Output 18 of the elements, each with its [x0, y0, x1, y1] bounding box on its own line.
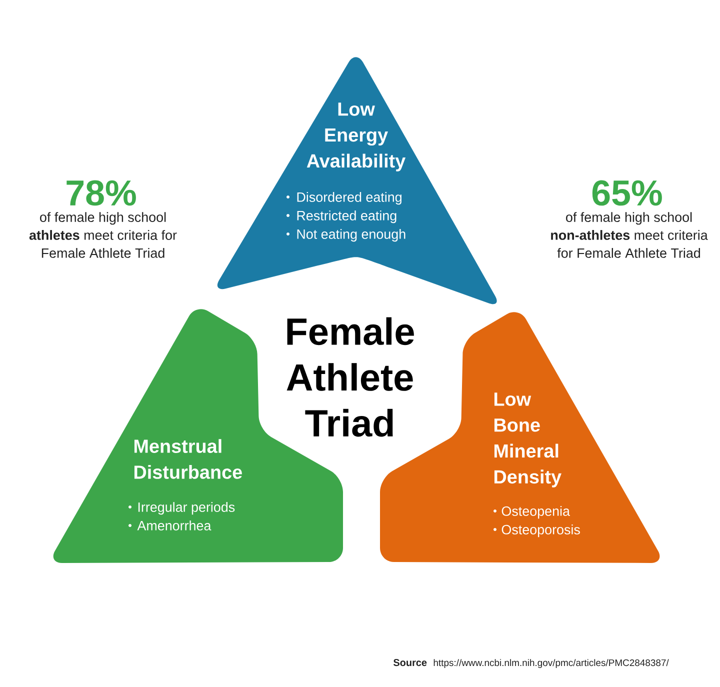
source-label: Source: [393, 659, 427, 666]
percentage-figure: 78%: [66, 180, 136, 206]
list-item: Irregular periods: [138, 502, 235, 515]
source-url: https://www.ncbi.nlm.nih.gov/pmc/articles/PMC2848387/: [434, 659, 669, 668]
list-item: Disordered eating: [297, 192, 402, 205]
panel-heading: Low Energy Availability: [306, 102, 406, 172]
list-item: Osteopenia: [502, 506, 570, 519]
list-item: Osteoporosis: [502, 524, 580, 538]
triangle-panel: [217, 57, 497, 304]
title: Female Athlete Triad: [286, 317, 414, 437]
panel-heading: Menstrual Disturbance: [134, 439, 242, 479]
list-item: Not eating enough: [297, 229, 406, 242]
percentage-figure: 65%: [592, 180, 662, 206]
panel-heading: Low Bone Mineral Density: [494, 392, 562, 488]
stat-text: of female high school non-athletes meet criteria for Female Athlete Triad: [551, 212, 708, 258]
list-item: Restricted eating: [297, 210, 396, 224]
stat-text: of female high school athletes meet criteria for Female Athlete Triad: [29, 212, 177, 258]
list-item: Amenorrhea: [137, 520, 212, 530]
